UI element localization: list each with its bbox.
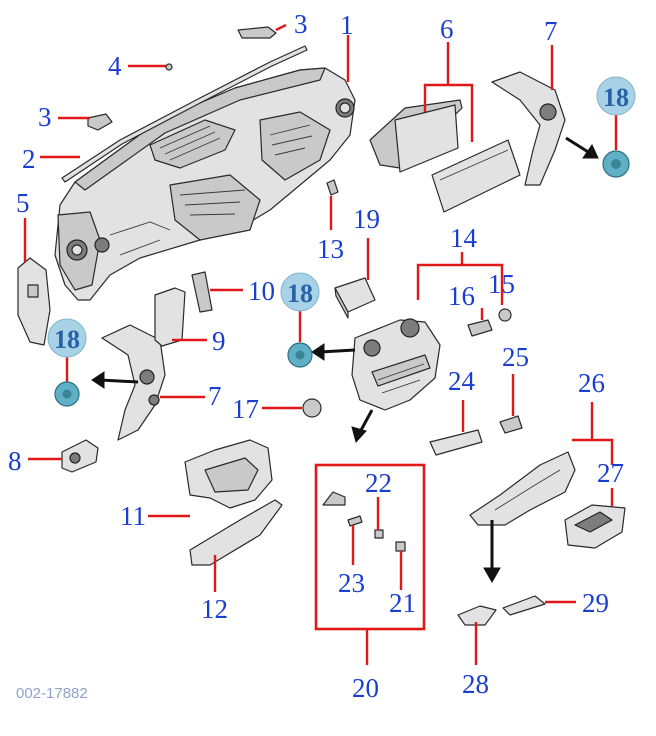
defroster-strip-part [61, 45, 308, 183]
small-clip-part [326, 179, 339, 196]
callout-numbers: 1 2 3 3 4 5 6 7 7 8 9 10 11 12 13 14 15 … [8, 9, 624, 703]
console-part [469, 451, 576, 526]
callout-17: 17 [232, 394, 259, 424]
knob-15-part [498, 308, 512, 322]
trim-29-part [502, 595, 546, 616]
callout-7a: 7 [544, 16, 558, 46]
callout-5: 5 [16, 188, 30, 218]
callout-12: 12 [201, 594, 228, 624]
callout-8: 8 [8, 446, 22, 476]
right-trim-panel-part [491, 71, 566, 186]
callout-14: 14 [450, 223, 478, 253]
grille-side-part [87, 113, 113, 131]
knob-17-part [302, 398, 322, 418]
callout-22: 22 [365, 468, 392, 498]
callout-10: 10 [248, 276, 275, 306]
storage-bin-part [334, 277, 376, 313]
callout-16: 16 [448, 281, 475, 311]
badge-label: 18 [54, 325, 80, 354]
part-22-pin [374, 529, 384, 539]
callout-15: 15 [488, 269, 515, 299]
callout-25: 25 [502, 342, 529, 372]
left-end-slot [27, 284, 39, 298]
group-box-20 [314, 463, 426, 631]
callout-27: 27 [597, 458, 624, 488]
badge-label: 18 [603, 83, 629, 112]
lower-panel-part [189, 499, 283, 566]
airbag-module-part [369, 99, 521, 213]
callout-3b: 3 [294, 9, 308, 39]
callout-29: 29 [582, 588, 609, 618]
callout-2: 2 [22, 144, 36, 174]
callout-24: 24 [448, 366, 476, 396]
callout-4: 4 [108, 51, 122, 81]
badge-18-left: 18 [47, 318, 87, 407]
callout-20: 20 [352, 673, 379, 703]
clip-part [165, 63, 173, 71]
direction-arrows [91, 136, 599, 584]
bracket-part [154, 287, 186, 347]
bezel-part [191, 271, 213, 313]
part-22-lens [322, 491, 346, 506]
reference-code: 002-17882 [16, 685, 88, 702]
knob-16-part [467, 319, 493, 337]
left-end-panel-part [17, 257, 51, 346]
callout-23: 23 [338, 568, 365, 598]
left-trim-panel-part [101, 324, 166, 441]
badge-label: 18 [287, 279, 313, 308]
leader-lines [23, 23, 614, 665]
part-23 [347, 515, 363, 527]
callout-13: 13 [317, 234, 344, 264]
callout-11: 11 [120, 501, 146, 531]
callout-7b: 7 [208, 381, 222, 411]
badge-18-center: 18 [280, 272, 320, 368]
callout-21: 21 [389, 588, 416, 618]
callout-9: 9 [212, 326, 226, 356]
part-21 [395, 541, 406, 552]
callout-26: 26 [578, 368, 605, 398]
callout-3a: 3 [38, 102, 52, 132]
bezel-25-part [499, 415, 523, 434]
callout-28: 28 [462, 669, 489, 699]
tray-part [429, 429, 483, 456]
callout-19: 19 [353, 204, 380, 234]
center-stack-part [351, 318, 441, 411]
grille-upper-part [237, 26, 277, 39]
instrument-panel-part [54, 67, 356, 301]
badge-18-top-right: 18 [596, 76, 636, 178]
callout-1: 1 [340, 10, 354, 40]
bracket-28-part [457, 605, 497, 626]
callout-6: 6 [440, 14, 454, 44]
